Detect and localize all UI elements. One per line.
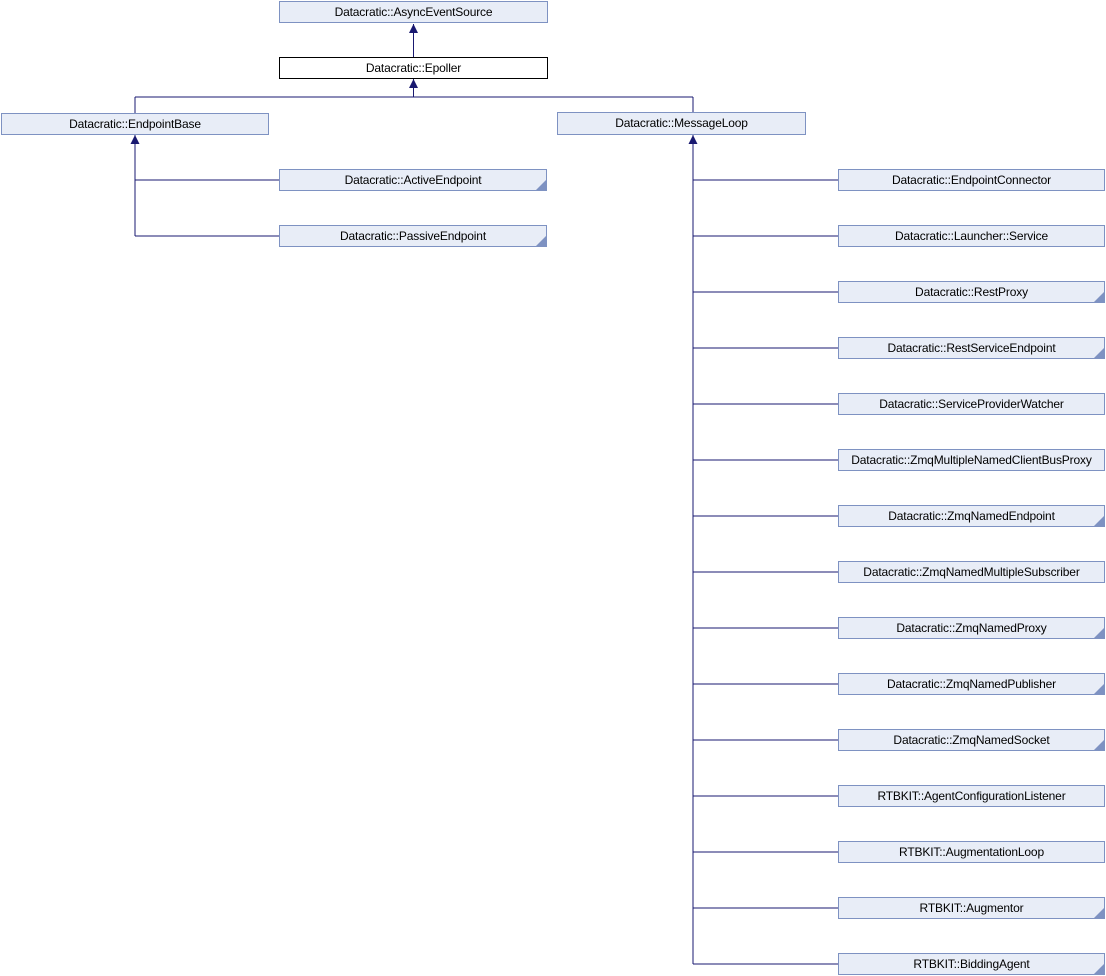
class-label: Datacratic::AsyncEventSource (334, 4, 493, 19)
subclasses-fold-icon (1094, 684, 1104, 694)
class-node-endpoint-base[interactable]: Datacratic::EndpointBase (1, 113, 269, 135)
class-node-rest-service-endpoint[interactable]: Datacratic::RestServiceEndpoint (838, 337, 1105, 359)
class-node-launcher-service[interactable]: Datacratic::Launcher::Service (838, 225, 1105, 247)
class-node-bidding-agent[interactable]: RTBKIT::BiddingAgent (838, 953, 1105, 975)
class-label: Datacratic::ZmqMultipleNamedClientBusPro… (851, 452, 1092, 467)
class-node-passive-endpoint[interactable]: Datacratic::PassiveEndpoint (279, 225, 547, 247)
class-node-augmentor[interactable]: RTBKIT::Augmentor (838, 897, 1105, 919)
class-node-zmq-multiple-named-client-bus-proxy[interactable]: Datacratic::ZmqMultipleNamedClientBusPro… (838, 449, 1105, 471)
class-node-epoller: Datacratic::Epoller (279, 57, 548, 79)
class-label: Datacratic::Epoller (365, 60, 462, 75)
subclasses-fold-icon (536, 236, 546, 246)
subclasses-fold-icon (1094, 908, 1104, 918)
subclasses-fold-icon (1094, 740, 1104, 750)
arrowhead-up-icon (409, 24, 418, 33)
class-label: Datacratic::ZmqNamedPublisher (886, 676, 1057, 691)
class-label: Datacratic::EndpointBase (69, 116, 201, 131)
class-node-rest-proxy[interactable]: Datacratic::RestProxy (838, 281, 1105, 303)
class-label: Datacratic::ActiveEndpoint (344, 172, 482, 187)
subclasses-fold-icon (1094, 292, 1104, 302)
class-node-zmq-named-socket[interactable]: Datacratic::ZmqNamedSocket (838, 729, 1105, 751)
class-node-zmq-named-endpoint[interactable]: Datacratic::ZmqNamedEndpoint (838, 505, 1105, 527)
subclasses-fold-icon (1094, 964, 1104, 974)
class-label: Datacratic::ZmqNamedSocket (893, 732, 1050, 747)
class-node-augmentation-loop[interactable]: RTBKIT::AugmentationLoop (838, 841, 1105, 863)
class-label: Datacratic::RestServiceEndpoint (887, 340, 1056, 355)
class-label: RTBKIT::AgentConfigurationListener (877, 788, 1066, 803)
class-label: RTBKIT::Augmentor (919, 900, 1024, 915)
class-node-agent-configuration-listener[interactable]: RTBKIT::AgentConfigurationListener (838, 785, 1105, 807)
class-node-message-loop[interactable]: Datacratic::MessageLoop (557, 112, 806, 135)
arrowhead-up-icon (409, 79, 418, 88)
class-node-endpoint-connector[interactable]: Datacratic::EndpointConnector (838, 169, 1105, 191)
class-label: Datacratic::EndpointConnector (891, 172, 1052, 187)
subclasses-fold-icon (536, 180, 546, 190)
class-node-service-provider-watcher[interactable]: Datacratic::ServiceProviderWatcher (838, 393, 1105, 415)
subclasses-fold-icon (1094, 348, 1104, 358)
class-node-zmq-named-multiple-subscriber[interactable]: Datacratic::ZmqNamedMultipleSubscriber (838, 561, 1105, 583)
subclasses-fold-icon (1094, 516, 1104, 526)
arrowhead-up-icon (688, 135, 698, 144)
class-label: Datacratic::Launcher::Service (894, 228, 1049, 243)
class-node-active-endpoint[interactable]: Datacratic::ActiveEndpoint (279, 169, 547, 191)
class-label: Datacratic::MessageLoop (615, 116, 748, 130)
class-label: Datacratic::ZmqNamedEndpoint (888, 508, 1055, 523)
subclasses-fold-icon (1094, 628, 1104, 638)
class-label: Datacratic::RestProxy (915, 284, 1028, 299)
class-label: Datacratic::ZmqNamedProxy (896, 620, 1047, 635)
class-label: Datacratic::ZmqNamedMultipleSubscriber (863, 564, 1080, 579)
class-label: RTBKIT::BiddingAgent (913, 956, 1030, 971)
arrowhead-up-icon (130, 135, 140, 144)
class-node-async-event-source[interactable]: Datacratic::AsyncEventSource (279, 1, 548, 23)
class-label: RTBKIT::AugmentationLoop (899, 844, 1044, 859)
class-node-zmq-named-publisher[interactable]: Datacratic::ZmqNamedPublisher (838, 673, 1105, 695)
class-node-zmq-named-proxy[interactable]: Datacratic::ZmqNamedProxy (838, 617, 1105, 639)
class-label: Datacratic::PassiveEndpoint (339, 228, 487, 243)
class-label: Datacratic::ServiceProviderWatcher (879, 396, 1064, 411)
